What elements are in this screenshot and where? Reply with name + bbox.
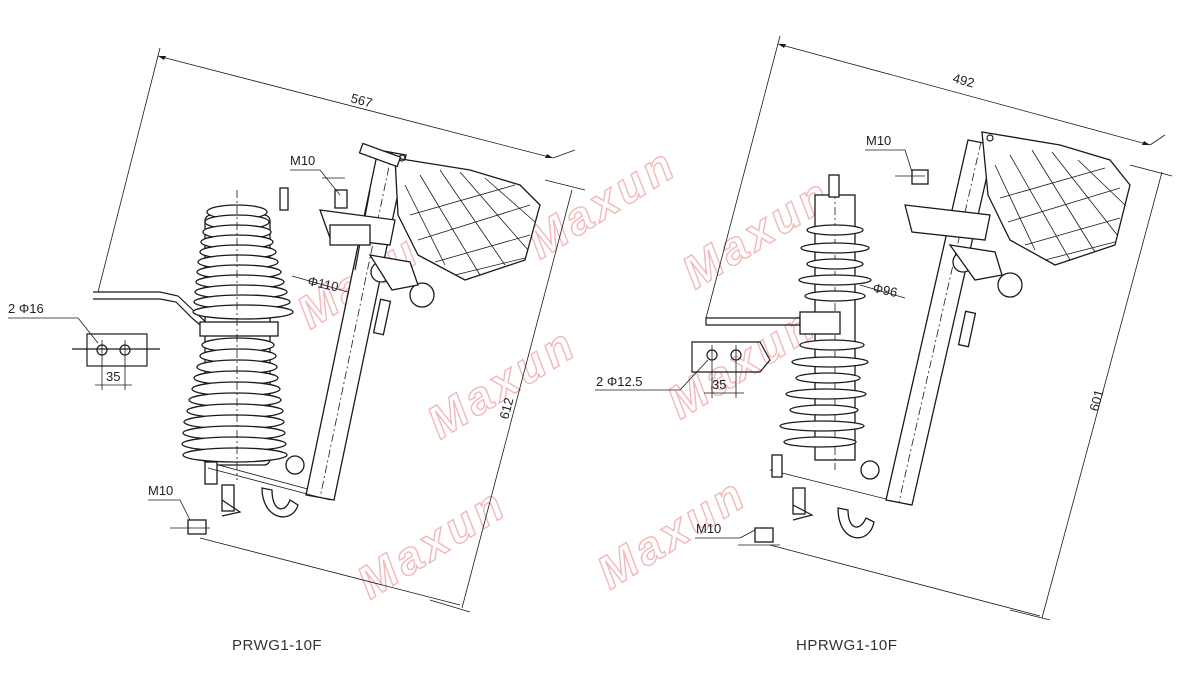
left-bottom-bolt-label: M10 (148, 483, 173, 498)
left-insulator (181, 187, 294, 485)
left-width-dimension: 567 (97, 47, 576, 293)
left-plate-detail: 2 Φ16 35 (8, 301, 160, 390)
left-insulator-label: Φ110 (306, 273, 340, 294)
right-arc-chamber (981, 131, 1131, 266)
watermark-6: Maxun (588, 467, 756, 599)
right-width-label: 492 (951, 70, 976, 90)
left-arc-chamber (358, 142, 541, 281)
right-holes-label: 2 Φ12.5 (596, 374, 643, 389)
left-fuse-drawing: 567 612 2 Φ16 35 (8, 47, 586, 654)
right-insulator-label: Φ96 (871, 280, 898, 300)
right-bottom-bolt: M10 (695, 487, 814, 546)
right-plate-detail: 2 Φ12.5 35 (595, 341, 771, 398)
left-bottom-bolt: M10 (148, 483, 242, 535)
left-height-label: 612 (496, 396, 516, 421)
left-caption: PRWG1-10F (232, 637, 322, 654)
right-height-dimension: 601 (1009, 164, 1173, 621)
right-fuse-drawing: 492 601 2 Φ12.5 35 (595, 35, 1173, 654)
left-spacing-label: 35 (106, 369, 120, 384)
right-width-dimension: 492 (705, 35, 1166, 319)
right-top-bolt-label: M10 (866, 133, 891, 148)
right-insulator (771, 174, 872, 478)
left-top-bolt: M10 (290, 153, 396, 246)
left-top-bolt-label: M10 (290, 153, 315, 168)
left-holes-label: 2 Φ16 (8, 301, 44, 316)
right-bottom-bolt-label: M10 (696, 521, 721, 536)
watermark-2: Maxun (518, 137, 686, 269)
left-width-label: 567 (349, 90, 374, 110)
right-height-label: 601 (1086, 388, 1106, 413)
left-height-dimension: 612 (429, 179, 586, 613)
watermark-7: Maxun (418, 317, 586, 449)
right-top-bolt: M10 (865, 133, 991, 241)
watermark-3: Maxun (348, 477, 516, 609)
right-caption: HPRWG1-10F (796, 637, 897, 654)
right-fuse-tube (885, 139, 995, 506)
right-spacing-label: 35 (712, 377, 726, 392)
